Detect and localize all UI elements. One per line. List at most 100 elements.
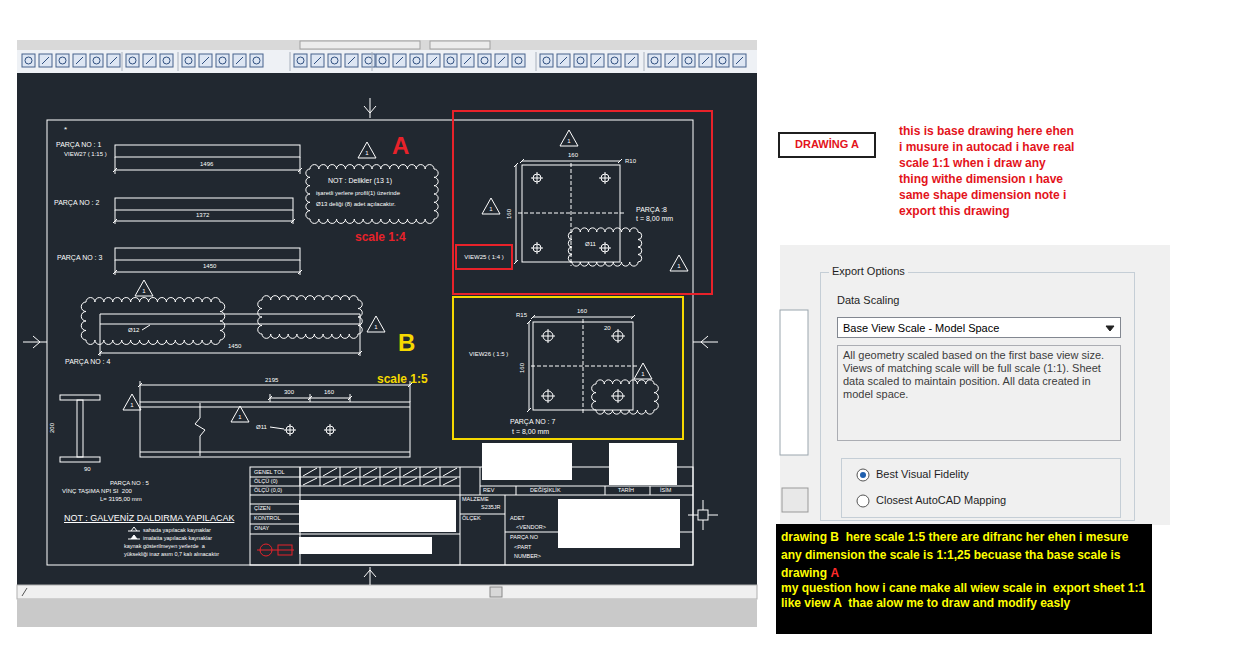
drawing-text: ÇİZEN [254,506,271,512]
dimension-tick [291,219,295,223]
toolbar-icon [182,54,195,67]
projection-symbol [257,550,294,551]
tolerance-hatch [403,468,417,476]
title-block-line [250,504,300,505]
node-text: Data Scaling [837,295,899,306]
drawing-text: sahada yapılacak kaynaklar [143,528,211,534]
center-mark [618,389,619,403]
dimension-tick [527,320,531,324]
dimension-text: 160 [577,308,587,314]
toolbar-icon-detail [736,57,743,64]
toolbar-icon-detail [219,57,226,64]
revision-number: 1 [142,288,145,294]
drawing-text: 90 [84,466,91,472]
title-block-line [340,467,341,486]
weld-symbol [128,531,140,532]
crosshair-cursor [698,510,708,520]
node-text: işaretli yerlere profil(1) üzerinde [316,190,400,196]
title-block-line [300,467,301,486]
toolbar-icon-detail [202,57,209,64]
toolbar-icon [56,54,69,67]
dimension-tick [113,270,117,274]
window-tab [300,41,420,49]
tolerance-hatch [323,468,337,476]
scroll-thumb [490,587,502,597]
crosshair-cursor [688,515,698,516]
extension-line [300,157,301,174]
toolbar-icon [540,54,553,67]
toolbar-icon [216,54,229,67]
title-block-line [250,534,460,535]
toolbar-icon-detail [560,57,567,64]
dimension-tick [618,159,622,163]
node-text: DRAWİNG A [795,138,859,151]
dimension-text: 160 [568,152,578,158]
drawing-text: KONTROL [254,516,281,522]
drawing-text: kaynak gösterilmeyen yerlerde a [124,544,205,550]
title-block-line [460,495,461,565]
dimension-text: 160 [519,363,525,373]
window-tab [430,41,490,49]
redaction-box [299,537,432,554]
drawing-text: ÖLÇÜ (0,0) [254,488,282,494]
revision-number: 1 [567,138,570,144]
center-mark [537,172,538,184]
dimension-text: R10 [625,158,636,164]
center-mark [548,389,549,403]
crosshair-cursor [703,500,704,510]
dimension-text: PARÇA :8 [636,206,667,213]
tolerance-hatch [303,478,317,485]
toolbar-icon-detail [481,57,488,64]
center-line [531,366,637,367]
title-block-line [460,514,505,515]
dimension-text: PARÇA NO : 7 [510,418,555,425]
revision-triangle [231,406,249,422]
toolbar-icon [444,54,457,67]
title-block-line [460,467,461,495]
drawing-a-tag: DRAWİNG A [778,132,876,158]
dropdown-arrow [1106,326,1114,331]
toolbar-separator [644,52,645,71]
redaction-box [558,499,680,548]
dimension-text: Ø11 [585,241,596,247]
center-marker [370,98,371,118]
revision-number: 1 [365,150,368,156]
revision-cloud [258,296,363,339]
window-tab-strip [17,40,757,50]
fidelity-radio-group: Best Visual FidelityClosest AutoCAD Mapp… [841,458,1121,518]
toolbar-icon-detail [42,57,49,64]
drawing-text: İSİM [660,488,671,494]
node-text: NOT : Delikler (13 1) [328,177,392,184]
drawing-text: VIEW27 ( 1:15 ) [64,151,107,157]
dimension-line [270,398,310,399]
tolerance-hatch [363,468,377,476]
toolbar-separator [372,52,373,71]
revision-cloud [592,380,659,414]
toolbar-icon-detail [379,57,386,64]
drawing-text: PARÇA NO : 2 [54,199,99,206]
dimension-tick [527,408,531,412]
title-block-line [516,486,517,495]
radio-button [857,469,869,481]
radio-button [857,495,869,507]
dialog-background [780,245,1170,525]
toolbar-icon-detail [129,57,136,64]
view-a-frame: 160R10160PARÇA :8t = 8,00 mmØ11111VIEW25… [452,110,713,295]
drawing-text: 200 [49,423,55,433]
dialog-side-icon [782,488,808,512]
part-outline [115,198,293,210]
drawing-text: VİNÇ TAŞIMA NPI SI 200 [62,488,132,494]
dimension-line [115,170,300,171]
dialog-side-panel [780,310,808,455]
title-block-line [480,486,693,487]
break-line [195,403,205,456]
toolbar-separator [290,52,291,71]
toolbar-icon-detail [365,57,372,64]
center-marker [701,336,708,348]
toolbar-icon-detail [430,57,437,64]
extension-line [100,324,101,356]
toolbar-icon [199,54,212,67]
drawing-text: REV [483,488,494,494]
revision-number: 1 [238,414,241,420]
crosshair-cursor [703,520,704,530]
